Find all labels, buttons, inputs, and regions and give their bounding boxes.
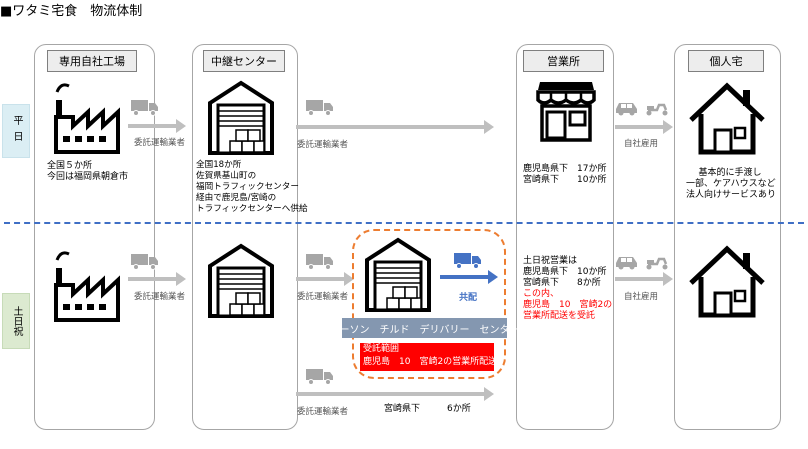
factory-icon — [54, 82, 120, 154]
miyazaki-text: 宮崎県下 6か所 — [384, 404, 471, 414]
consign-label: 委託運輸業者 — [297, 292, 349, 302]
factory-weekday-text: 全国５か所 今回は福岡県朝倉市 — [47, 161, 128, 183]
store-icon — [536, 82, 596, 142]
joint-delivery-label: 共配 — [459, 293, 478, 303]
arrow-relay-office — [296, 120, 494, 134]
text-line: この内、 — [523, 289, 560, 299]
text-line: 法人向けサービスあり — [686, 190, 777, 200]
scooter-icon — [645, 257, 669, 271]
text-line: 鹿児島 10 宮崎2の — [523, 300, 613, 310]
own-hire-label: 自社雇用 — [624, 139, 659, 149]
scooter-icon — [645, 103, 669, 117]
truck-icon — [130, 253, 159, 270]
consign-label: 委託運輸業者 — [134, 138, 186, 148]
text-line: 一部、ケアハウスなど — [686, 179, 776, 189]
warehouse-icon — [365, 238, 431, 312]
arrow-factory-relay — [128, 272, 186, 286]
row-label-weekend: 土日祝 — [2, 293, 30, 349]
arrow-lawson-office — [440, 270, 498, 284]
text-line: 宮崎県下 10か所 — [523, 175, 607, 185]
factory-header: 専用自社工場 — [47, 50, 137, 72]
consign-label: 委託運輸業者 — [134, 292, 186, 302]
arrow-relay-lawson — [296, 272, 354, 286]
text-line: 全国５か所 — [47, 161, 93, 171]
text-line: 福岡トラフィックセンター — [196, 182, 299, 192]
car-icon — [616, 103, 637, 116]
factory-icon — [54, 250, 120, 322]
truck-icon — [305, 99, 334, 116]
consign-label: 委託運輸業者 — [297, 140, 349, 150]
row-label-weekend-text: 土日祝 — [11, 306, 22, 336]
text-line: トラフィックセンターへ供給 — [196, 204, 308, 214]
arrow-office-home — [615, 120, 673, 134]
truck-icon — [130, 99, 159, 116]
arrow-office-home — [615, 272, 673, 286]
text-line: 鹿児島県下 10か所 — [523, 267, 607, 277]
page-title: ■ワタミ宅食 物流体制 — [0, 4, 143, 19]
row-label-weekday-text: 平日 — [11, 115, 22, 147]
home-header: 個人宅 — [688, 50, 764, 72]
relay-header: 中継センター — [203, 50, 285, 72]
arrow-relay-miyazaki — [296, 387, 494, 401]
truck-icon — [305, 253, 334, 270]
arrow-factory-relay — [128, 119, 186, 133]
joint-delivery-highlight — [352, 229, 506, 379]
text-line: 鹿児島 10 宮崎2の営業所配送 — [363, 357, 498, 367]
text-line: 今回は福岡県朝倉市 — [47, 172, 129, 182]
home-column — [674, 44, 781, 430]
text-line: 受託範囲 — [363, 344, 400, 354]
relay-weekday-text: 全国18か所 佐賀県基山町の 福岡トラフィックセンター 経由で鹿児島/宮崎の ト… — [196, 160, 308, 215]
row-label-weekday: 平日 — [2, 104, 30, 158]
text-line: 全国18か所 — [196, 160, 242, 170]
consign-label: 委託運輸業者 — [297, 407, 349, 417]
text-line: 宮崎県下 8か所 — [523, 278, 601, 288]
office-weekday-text: 鹿児島県下 17か所 宮崎県下 10か所 — [523, 164, 606, 186]
lawson-center-bar: ローソン チルド デリバリー センター — [330, 318, 520, 338]
text-line: 鹿児島県下 17か所 — [523, 164, 607, 174]
text-line: 佐賀県基山町の — [196, 171, 257, 181]
home-weekday-text: 基本的に手渡し 一部、ケアハウスなど 法人向けサービスあり — [686, 168, 777, 201]
house-icon — [687, 80, 767, 154]
text-line: 営業所配送を受託 — [523, 311, 596, 321]
warehouse-icon — [208, 244, 274, 318]
truck-icon — [305, 368, 334, 385]
car-icon — [616, 257, 637, 270]
truck-icon — [453, 252, 482, 269]
office-weekend-text: 土日祝営業は 鹿児島県下 10か所 宮崎県下 8か所 この内、 鹿児島 10 宮… — [523, 256, 612, 322]
scope-box: 受託範囲 鹿児島 10 宮崎2の営業所配送 — [360, 343, 498, 371]
text-line: 経由で鹿児島/宮崎の — [196, 193, 277, 203]
weekday-weekend-divider — [4, 222, 804, 224]
text-line: 土日祝営業は — [523, 256, 578, 266]
office-header: 営業所 — [523, 50, 604, 72]
warehouse-icon — [208, 81, 274, 155]
house-icon — [687, 243, 767, 317]
own-hire-label: 自社雇用 — [624, 292, 659, 302]
text-line: 基本的に手渡し — [698, 168, 762, 178]
